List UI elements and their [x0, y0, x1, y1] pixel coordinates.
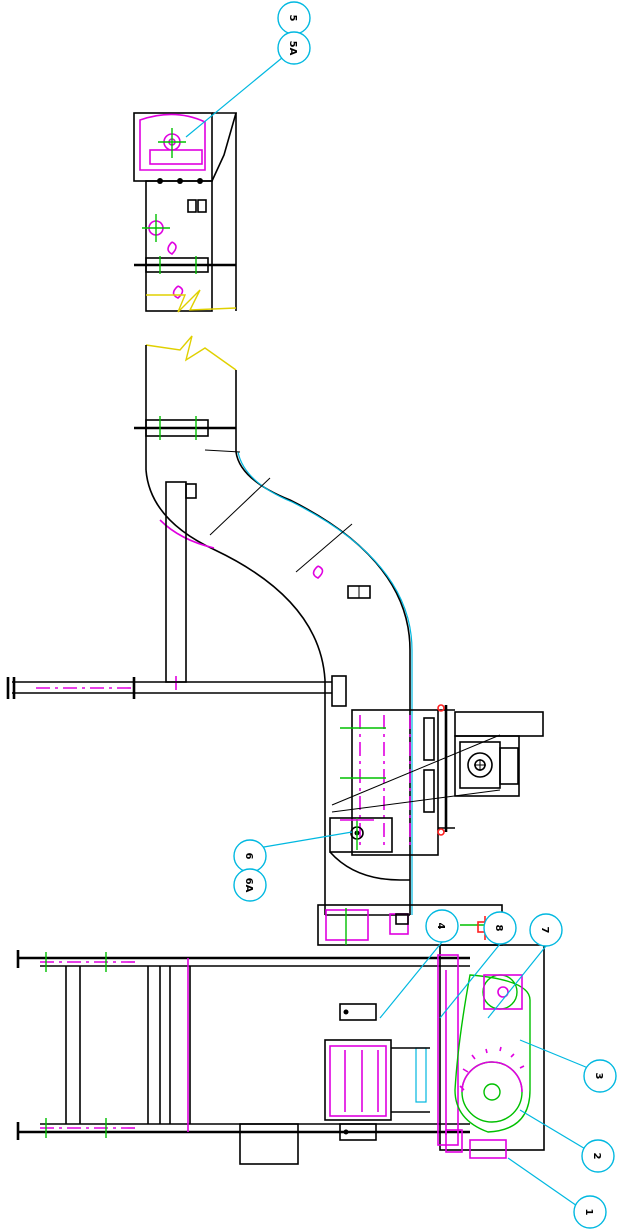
callout-6a-text: 6A	[243, 878, 254, 893]
middle-conveyor-section	[6, 335, 413, 916]
callout-4: 4	[425, 909, 459, 943]
callout-8: 8	[483, 911, 517, 945]
callout-3-text: 3	[593, 1073, 604, 1080]
callout-6a: 6A	[233, 868, 267, 902]
bottom-drive-assembly	[16, 904, 545, 1165]
callout-7-text: 7	[539, 927, 550, 934]
drive-housing-middle	[329, 704, 544, 881]
callout-6-text: 6	[243, 853, 254, 860]
upper-elevator-head	[133, 112, 238, 313]
callout-1: 1	[573, 1195, 607, 1229]
callout-5a-text: 5A	[287, 41, 298, 56]
callout-2: 2	[581, 1139, 615, 1173]
callout-5-text: 5	[287, 15, 298, 22]
callout-2-text: 2	[591, 1153, 602, 1160]
callout-3: 3	[583, 1059, 617, 1093]
callout-6: 6	[233, 839, 267, 873]
callout-leaders	[185, 47, 594, 1209]
callout-5: 5	[277, 1, 311, 35]
callout-7: 7	[529, 913, 563, 947]
callout-8-text: 8	[493, 925, 504, 932]
callout-5a: 5A	[277, 31, 311, 65]
callout-4-text: 4	[435, 923, 446, 930]
callout-1-text: 1	[583, 1209, 594, 1216]
